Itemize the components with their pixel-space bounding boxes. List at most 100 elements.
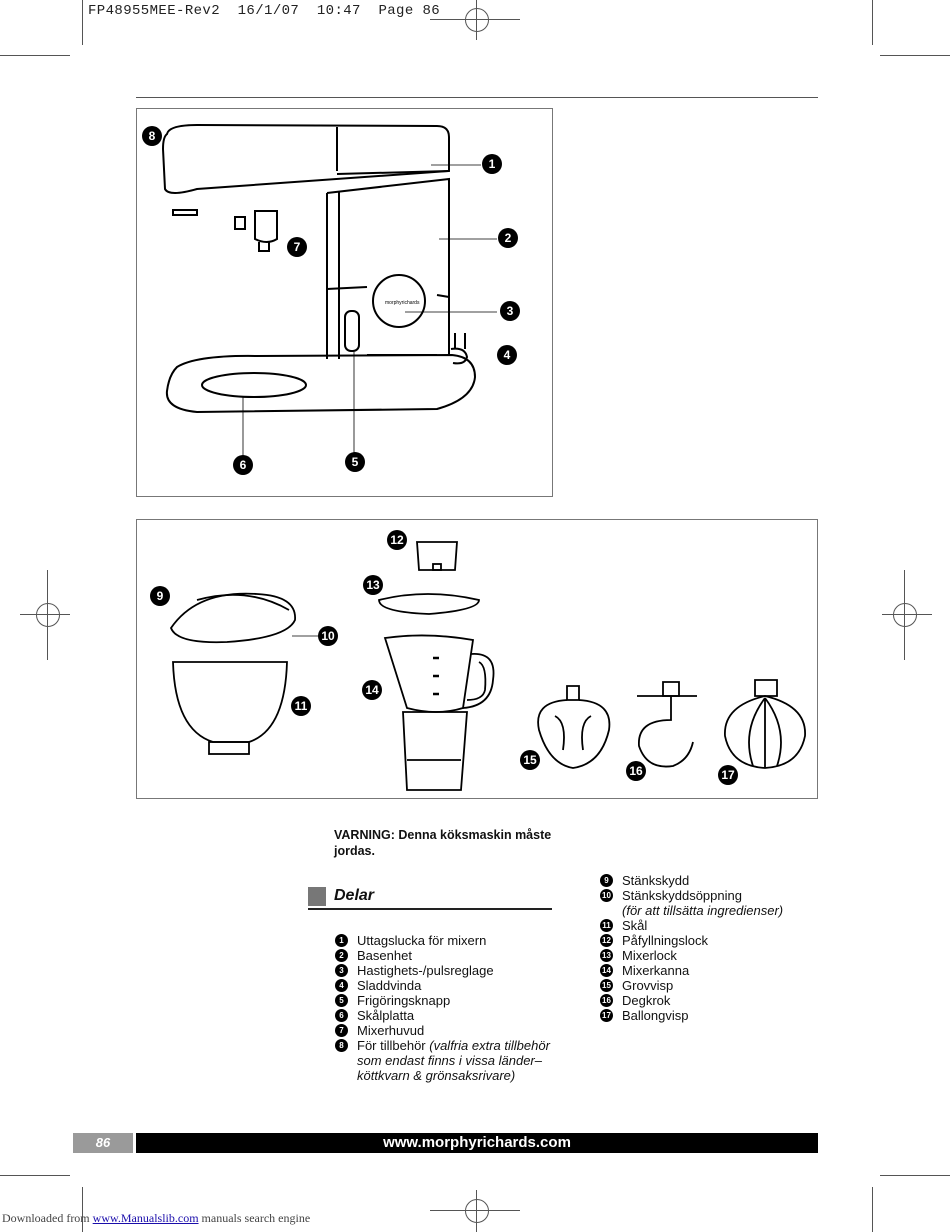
crop-mark (0, 55, 70, 56)
part-label: Uttagslucka för mixern (357, 933, 487, 948)
part-label: Basenhet (357, 948, 412, 963)
part-label: Skål (622, 918, 648, 933)
part-item: 6 Skålplatta (335, 1008, 561, 1023)
part-number: 1 (335, 934, 348, 947)
part-label: Skålplatta (357, 1008, 415, 1023)
crop-mark (476, 1190, 477, 1232)
callout-16: 16 (626, 761, 646, 781)
part-number: 5 (335, 994, 348, 1007)
callout-6: 6 (233, 455, 253, 475)
part-item: 13 Mixerlock (600, 948, 800, 963)
crop-mark (880, 55, 950, 56)
part-number: 13 (600, 949, 613, 962)
crop-mark (872, 0, 873, 45)
callout-3: 3 (500, 301, 520, 321)
part-item: 12 Påfyllningslock (600, 933, 800, 948)
part-number: 16 (600, 994, 613, 1007)
callout-4: 4 (497, 345, 517, 365)
crop-mark (20, 614, 70, 615)
accessories-figure: 9 10 11 12 13 14 15 16 17 (136, 519, 818, 799)
section-heading: Delar (308, 886, 552, 910)
part-label: För tillbehör (357, 1038, 430, 1053)
print-header: FP48955MEE-Rev2 16/1/07 10:47 Page 86 (88, 3, 441, 19)
stand-mixer-figure: morphyrichards 1 2 3 4 5 6 7 8 (136, 108, 553, 497)
manualslib-link[interactable]: www.Manualslib.com (92, 1211, 199, 1225)
callout-8: 8 (142, 126, 162, 146)
part-number: 11 (600, 919, 613, 932)
callout-17: 17 (718, 765, 738, 785)
part-label: Stänkskydd (622, 873, 690, 888)
part-number: 4 (335, 979, 348, 992)
part-item: 16 Degkrok (600, 993, 800, 1008)
downloaded-prefix: Downloaded from (2, 1211, 93, 1225)
registration-mark-icon (36, 603, 60, 627)
part-number: 10 (600, 889, 613, 902)
callout-1: 1 (482, 154, 502, 174)
accessories-illustration (169, 541, 806, 791)
part-item: 10 Stänkskyddsöppning(för att tillsätta i… (600, 888, 800, 918)
crop-mark (880, 1175, 950, 1176)
callout-9: 9 (150, 586, 170, 606)
part-label: Ballongvisp (622, 1008, 689, 1023)
part-number: 3 (335, 964, 348, 977)
downloaded-from: Downloaded from www.Manualslib.com manua… (2, 1211, 310, 1226)
page-number: 86 (95, 1135, 111, 1150)
part-item: 9 Stänkskydd (600, 873, 800, 888)
callout-13: 13 (363, 575, 383, 595)
part-label: Mixerlock (622, 948, 677, 963)
downloaded-suffix: manuals search engine (198, 1211, 311, 1225)
part-item: 4 Sladdvinda (335, 978, 561, 993)
registration-mark-icon (465, 8, 489, 32)
part-label: Mixerkanna (622, 963, 690, 978)
part-number: 17 (600, 1009, 613, 1022)
part-item: 11 Skål (600, 918, 800, 933)
page-number-box: 86 (73, 1133, 133, 1153)
registration-mark-icon (893, 603, 917, 627)
callout-5: 5 (345, 452, 365, 472)
top-rule (136, 97, 818, 98)
part-number: 6 (335, 1009, 348, 1022)
part-item: 8 För tillbehör (valfria extra tillbehör … (335, 1038, 561, 1083)
footer-bar: www.morphyrichards.com (136, 1133, 818, 1153)
section-title: Delar (334, 887, 375, 904)
crop-mark (0, 1175, 70, 1176)
parts-list-right: 9 Stänkskydd 10 Stänkskyddsöppning(för att… (600, 873, 800, 1023)
part-number: 15 (600, 979, 613, 992)
crop-mark (872, 1187, 873, 1232)
part-number: 14 (600, 964, 613, 977)
brand-label: morphyrichards (385, 300, 420, 306)
footer-url: www.morphyrichards.com (383, 1134, 571, 1151)
callout-15: 15 (520, 750, 540, 770)
callout-12: 12 (387, 530, 407, 550)
part-label: Stänkskyddsöppning (622, 888, 742, 903)
part-number: 12 (600, 934, 613, 947)
crop-mark (430, 1210, 520, 1211)
part-number: 8 (335, 1039, 348, 1052)
part-label: Påfyllningslock (622, 933, 708, 948)
part-label: Degkrok (622, 993, 671, 1008)
callout-7: 7 (287, 237, 307, 257)
callout-14: 14 (362, 680, 382, 700)
section-marker (308, 887, 326, 906)
part-label: Hastighets-/pulsreglage (357, 963, 494, 978)
part-label: Sladdvinda (357, 978, 422, 993)
crop-mark (82, 0, 83, 45)
part-number: 7 (335, 1024, 348, 1037)
part-item: 14 Mixerkanna (600, 963, 800, 978)
warning-text: VARNING: Denna köksmaskin måste jordas. (334, 828, 552, 858)
callout-11: 11 (291, 696, 311, 716)
part-item: 1 Uttagslucka för mixern (335, 933, 561, 948)
crop-mark (47, 570, 48, 660)
part-note: (valfria extra tillbehör som endast finn… (357, 1038, 550, 1083)
registration-mark-icon (465, 1199, 489, 1223)
part-number: 9 (600, 874, 613, 887)
crop-mark (476, 0, 477, 40)
crop-mark (82, 1187, 83, 1232)
crop-mark (904, 570, 905, 660)
part-label: Grovvisp (622, 978, 674, 993)
part-note: (för att tillsätta ingredienser) (622, 903, 784, 918)
part-label: Frigöringsknapp (357, 993, 451, 1008)
